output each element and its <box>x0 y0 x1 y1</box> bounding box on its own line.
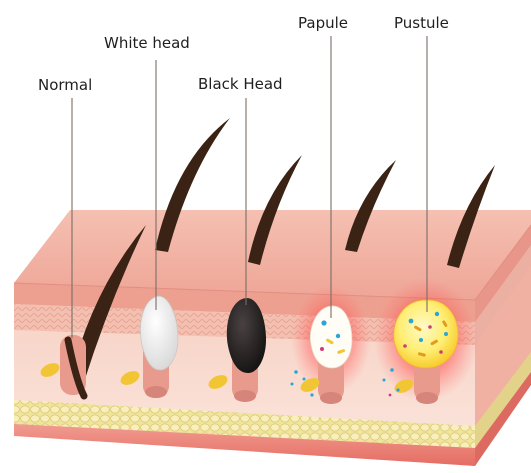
label-papule: Papule <box>298 14 348 32</box>
label-normal: Normal <box>38 76 92 94</box>
label-black-head: Black Head <box>198 75 283 93</box>
label-white-head: White head <box>104 34 190 52</box>
pustule-lesion <box>394 300 458 368</box>
label-pustule: Pustule <box>394 14 449 32</box>
